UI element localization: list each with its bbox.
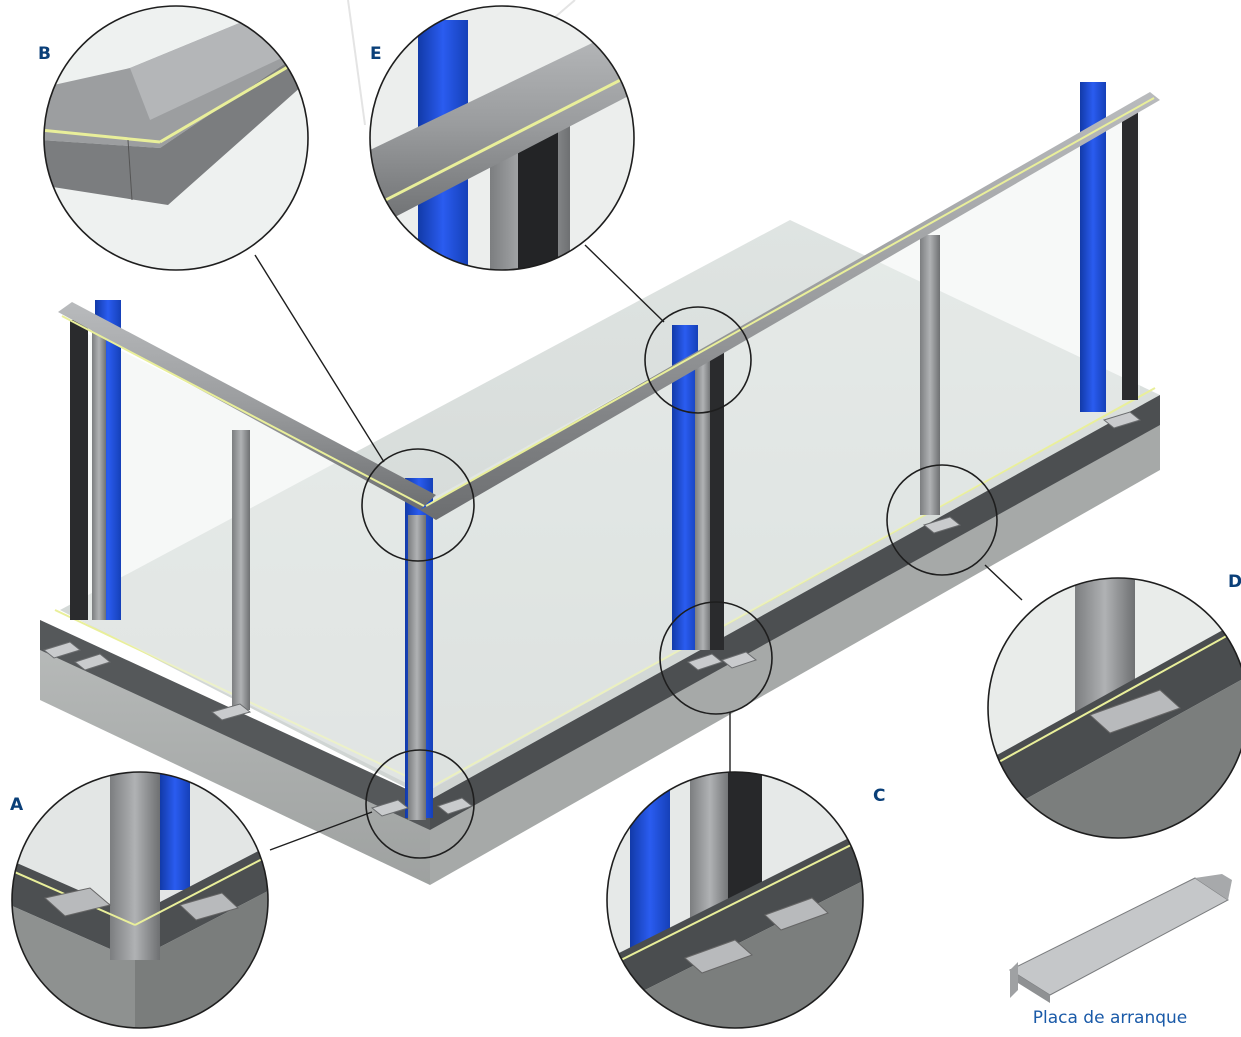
ring-a xyxy=(365,749,475,859)
callout-rings xyxy=(361,306,998,859)
leader-lines xyxy=(254,244,1023,851)
balcony-model xyxy=(40,82,1160,885)
post-mid xyxy=(695,360,711,650)
starter-plate-caption: Placa de arranque xyxy=(1032,1008,1188,1028)
glass-pane-right xyxy=(430,105,1140,790)
post-left xyxy=(92,330,106,620)
callout-label-d: D xyxy=(1228,572,1241,592)
base-rail-left xyxy=(40,620,430,830)
base-rail-right xyxy=(430,395,1160,830)
handrail-seal-right xyxy=(425,97,1155,507)
starter-plates xyxy=(42,411,1142,817)
callout-label-e: E xyxy=(370,44,382,64)
callout-label-c: C xyxy=(873,786,886,806)
post-left-mid xyxy=(232,430,250,710)
post-mid-dark xyxy=(710,350,724,650)
post-right-mid xyxy=(920,235,940,515)
ring-e xyxy=(644,306,752,414)
callout-label-a: A xyxy=(10,795,24,815)
detail-d xyxy=(987,577,1241,839)
callout-label-b: B xyxy=(38,44,51,64)
detail-a xyxy=(11,771,269,1029)
ring-c xyxy=(659,601,773,715)
detail-e xyxy=(369,5,635,271)
post-left-dark xyxy=(70,320,88,620)
post-right-dark xyxy=(1122,110,1138,400)
detail-b xyxy=(43,5,309,271)
handrail-left xyxy=(58,302,436,510)
starter-plate-illustration xyxy=(1008,874,1232,1003)
detail-c xyxy=(606,771,864,1029)
seal-line-bottom-right xyxy=(434,387,1156,786)
ring-b xyxy=(361,448,475,562)
post-corner xyxy=(408,515,426,820)
handrail-seal-left xyxy=(61,315,425,507)
ring-d xyxy=(886,464,998,576)
